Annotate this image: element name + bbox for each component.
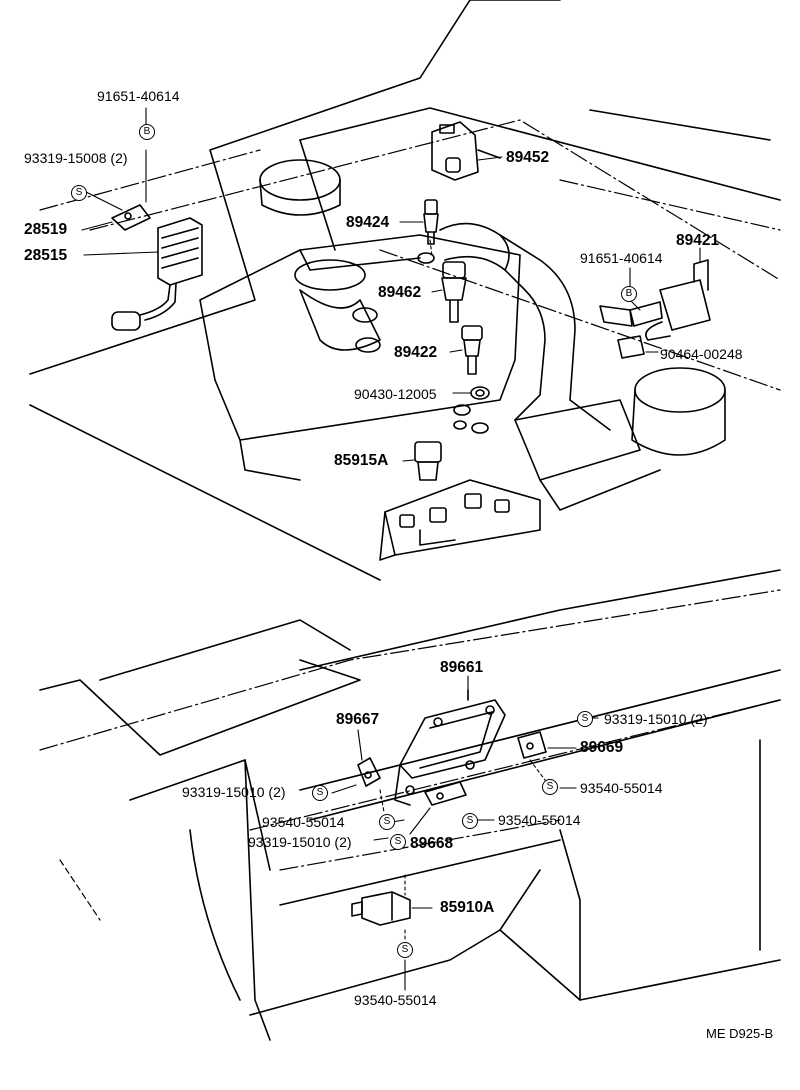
screw-symbol-icon: S <box>71 185 87 201</box>
screw-symbol-icon: S <box>379 814 395 830</box>
part-85915A-switch-drawing <box>414 441 442 481</box>
part-90430-gasket-drawing <box>470 386 490 400</box>
label-89661: 89661 <box>440 659 484 676</box>
label-90464-00248: 90464-00248 <box>660 346 743 362</box>
leader-lines-top <box>81 107 701 462</box>
screw-symbol-icon: S <box>462 813 478 829</box>
label-93319-15010-low: 93319-15010 (2) <box>248 834 352 850</box>
bolt-symbol-icon: B <box>621 286 637 302</box>
label-90430-12005: 90430-12005 <box>354 386 437 402</box>
screw-symbol-icon: S <box>577 711 593 727</box>
dashboard-illustration <box>39 569 781 1041</box>
diagram-reference-code: ME D925-B <box>706 1026 774 1041</box>
label-89422: 89422 <box>394 344 438 361</box>
label-85910A: 85910A <box>440 899 495 916</box>
label-93319-15010-left: 93319-15010 (2) <box>182 784 286 800</box>
part-89421-sensor-drawing <box>599 259 711 341</box>
part-89661-ecu-bracket-drawing <box>394 689 506 806</box>
part-89462-sensor-drawing <box>441 261 467 323</box>
label-93540-55014-left: 93540-55014 <box>262 814 345 830</box>
label-89668: 89668 <box>410 835 454 852</box>
label-89424: 89424 <box>346 214 390 231</box>
part-28519-bracket-drawing <box>111 204 151 231</box>
label-28519: 28519 <box>24 221 68 238</box>
screw-symbol-icon: S <box>312 785 328 801</box>
label-93319-15010-top: 93319-15010 (2) <box>604 711 708 727</box>
label-89452: 89452 <box>506 149 550 166</box>
part-89422-sensor-drawing <box>461 325 483 375</box>
engine-bay-illustration <box>29 0 781 581</box>
label-89669: 89669 <box>580 739 624 756</box>
label-89462: 89462 <box>378 284 422 301</box>
part-89667-bracket-drawing <box>357 757 381 787</box>
part-89424-sensor-drawing <box>417 199 439 264</box>
part-89668-bracket-drawing <box>424 781 467 806</box>
part-89452-sensor-drawing <box>431 121 501 181</box>
part-90464-clamp-drawing <box>617 335 645 359</box>
label-93540-55014-mid: 93540-55014 <box>498 812 581 828</box>
label-93540-55014-bottom: 93540-55014 <box>354 992 437 1008</box>
screw-symbol-icon: S <box>542 779 558 795</box>
screw-symbol-icon: S <box>390 834 406 850</box>
part-85910A-relay-drawing <box>351 891 411 926</box>
bolt-symbol-icon: B <box>139 124 155 140</box>
label-89667: 89667 <box>336 711 380 728</box>
label-91651-40614-left: 91651-40614 <box>97 88 180 104</box>
screw-symbol-icon: S <box>397 942 413 958</box>
label-93319-15008: 93319-15008 (2) <box>24 150 128 166</box>
label-89421: 89421 <box>676 232 720 249</box>
label-93540-55014-right: 93540-55014 <box>580 780 663 796</box>
part-28515-module-drawing <box>111 217 203 331</box>
part-89669-bracket-drawing <box>517 731 547 759</box>
leader-lines-bottom <box>331 675 599 991</box>
label-28515: 28515 <box>24 247 68 264</box>
label-85915A: 85915A <box>334 452 389 469</box>
label-91651-40614-right: 91651-40614 <box>580 250 663 266</box>
